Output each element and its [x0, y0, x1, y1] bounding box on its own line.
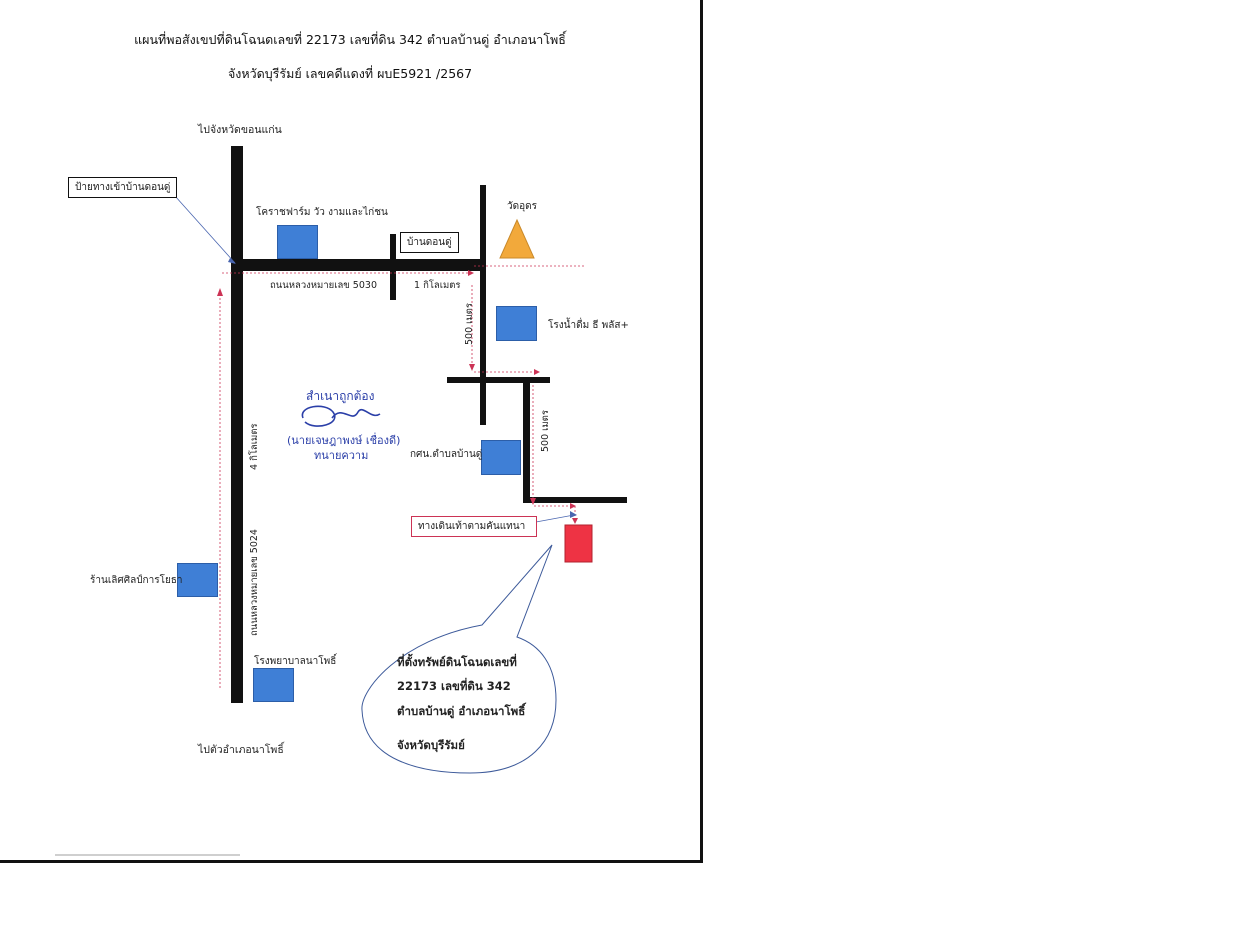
sign-pointer-head	[228, 258, 236, 264]
sign-pointer	[174, 195, 236, 264]
paddy-pointer	[535, 514, 575, 523]
dist-4km-label: 4 กิโลเมตร	[249, 423, 260, 470]
map-drawing	[55, 146, 627, 856]
signature-scribble	[301, 405, 381, 427]
arrow-500m-a	[469, 364, 475, 371]
paddy-path-label: ทางเดินเท้าตามคันแทนา	[411, 516, 537, 537]
temple-marker	[499, 218, 535, 259]
arrow-crossing	[534, 369, 540, 375]
agri-office-label: กศน.ตำบลบ้านดู่	[410, 449, 483, 460]
road-ban-don-du	[390, 234, 396, 300]
arrow-property-drop	[572, 518, 578, 524]
arrow-500m-b	[530, 498, 536, 505]
road-5024-label: ถนนหลวงหมายเลข 5024	[249, 529, 260, 636]
certification-name: (นายเจษฎาพงษ์ เชื่องดี)	[287, 434, 401, 447]
water-factory-building	[496, 306, 537, 341]
water-factory-label: โรงน้ำดื่ม ธี พลัส+	[548, 320, 629, 331]
callout-line2: 22173 เลขที่ดิน 342	[397, 679, 511, 693]
callout-line1: ที่ตั้งทรัพย์ดินโฉนดเลขที่	[397, 655, 517, 669]
village-entrance-sign: ป้ายทางเข้าบ้านดอนดู่	[68, 177, 178, 198]
hospital-building	[253, 668, 294, 702]
road-5030-label: ถนนหลวงหมายเลข 5030	[270, 280, 377, 291]
road-5024	[231, 146, 243, 703]
korat-farm-label: โคราชฟาร์ม วัว งามและไก่ชน	[256, 207, 388, 218]
hospital-label: โรงพยาบาลนาโพธิ์	[254, 656, 337, 667]
arrow-4km	[217, 288, 223, 296]
map-title-line2: จังหวัดบุรีรัมย์ เลขคดีแดงที่ ผบE5921 /2…	[227, 66, 473, 81]
direction-north: ไปจังหวัดขอนแก่น	[198, 124, 282, 136]
direction-south: ไปตัวอำเภอนาโพธิ์	[198, 744, 284, 756]
callout-line3: ตำบลบ้านดู่ อำเภอนาโพธิ์	[397, 704, 526, 718]
paddy-pointer-head	[570, 511, 577, 518]
shop-label: ร้านเลิศศิลป์การโยธา	[90, 575, 183, 586]
road-5030	[231, 259, 484, 271]
callout-balloon	[361, 544, 557, 774]
wat-udom-label: วัดอุดร	[507, 201, 537, 212]
property-marker	[564, 524, 593, 563]
dist-500m-b-label: 500 เมตร	[540, 410, 551, 452]
map-sheet: แผนที่พอสังเขปที่ดินโฉนดเลขที่ 22173 เลข…	[0, 0, 703, 863]
callout-line4: จังหวัดบุรีรัมย์	[397, 738, 465, 752]
dist-1km-label: 1 กิโลเมตร	[414, 280, 461, 291]
arrow-to-property	[570, 503, 576, 509]
certification-role: ทนายความ	[314, 449, 369, 462]
road-east	[523, 497, 627, 503]
shop-building	[177, 563, 218, 597]
arrow-1km	[468, 270, 474, 276]
certification-stamp: สำเนาถูกต้อง	[306, 389, 375, 403]
road-cross	[447, 377, 550, 383]
road-office	[523, 380, 530, 502]
road-temple	[480, 185, 486, 425]
ban-don-du-label: บ้านดอนดู่	[400, 232, 459, 253]
agri-office-building	[481, 440, 521, 475]
korat-farm-building	[277, 225, 318, 259]
dist-500m-a-label: 500 เมตร	[464, 303, 475, 345]
map-title-line1: แผนที่พอสังเขปที่ดินโฉนดเลขที่ 22173 เลข…	[134, 32, 566, 47]
